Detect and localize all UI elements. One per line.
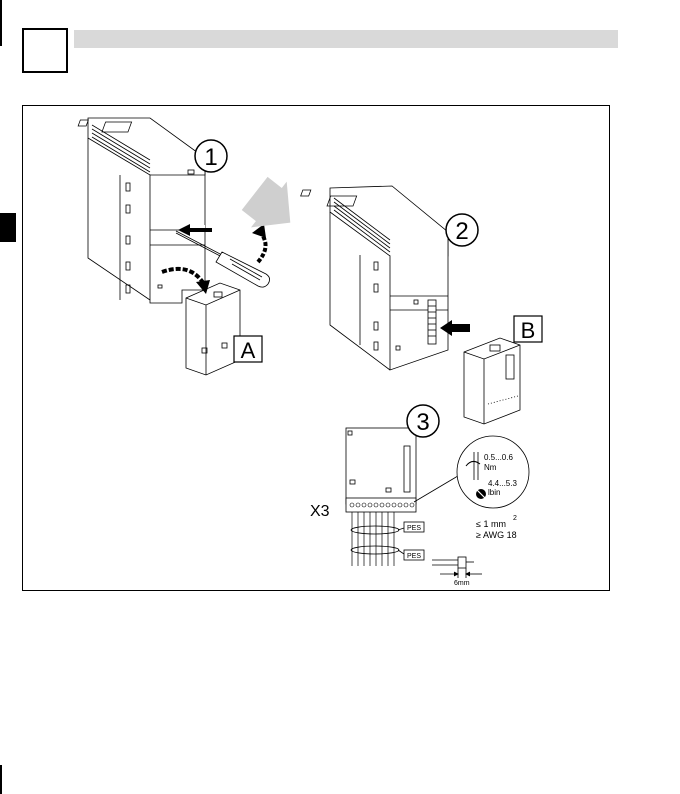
- connector-x3-label: X3: [310, 503, 330, 520]
- stripped-wire-detail: [432, 557, 482, 578]
- svg-text:≤ 1 mm: ≤ 1 mm: [476, 519, 506, 529]
- svg-text:1: 1: [204, 144, 217, 171]
- svg-text:4.4...5.3: 4.4...5.3: [488, 479, 517, 488]
- wire-spec: ≤ 1 mm 2 ≥ AWG 18: [476, 515, 517, 540]
- terminal-module-drawing: [346, 428, 468, 566]
- callout-b: B: [514, 316, 542, 343]
- svg-text:2: 2: [513, 515, 517, 522]
- svg-text:≥ AWG 18: ≥ AWG 18: [476, 530, 517, 540]
- svg-text:PES: PES: [407, 553, 421, 560]
- svg-text:0.5...0.6: 0.5...0.6: [484, 453, 513, 462]
- svg-text:B: B: [521, 318, 536, 343]
- svg-text:2: 2: [455, 218, 468, 245]
- step-1-callout: 1: [195, 140, 227, 172]
- transition-arrow-icon: [237, 171, 309, 245]
- step-2-callout: 2: [446, 214, 478, 246]
- torque-detail: 0.5...0.6 Nm 4.4...5.3 lbin: [457, 436, 529, 508]
- device-2-drawing: [301, 186, 520, 424]
- pes-label-top: PES: [404, 522, 424, 532]
- step-3-callout: 3: [407, 405, 439, 437]
- pes-label-bottom: PES: [404, 550, 424, 560]
- strip-length-label: 6mm: [454, 580, 470, 587]
- svg-text:PES: PES: [407, 525, 421, 532]
- svg-text:lbin: lbin: [488, 488, 500, 497]
- svg-text:3: 3: [416, 409, 429, 436]
- svg-text:Nm: Nm: [484, 463, 497, 472]
- svg-text:A: A: [241, 338, 256, 363]
- callout-a: A: [234, 336, 262, 363]
